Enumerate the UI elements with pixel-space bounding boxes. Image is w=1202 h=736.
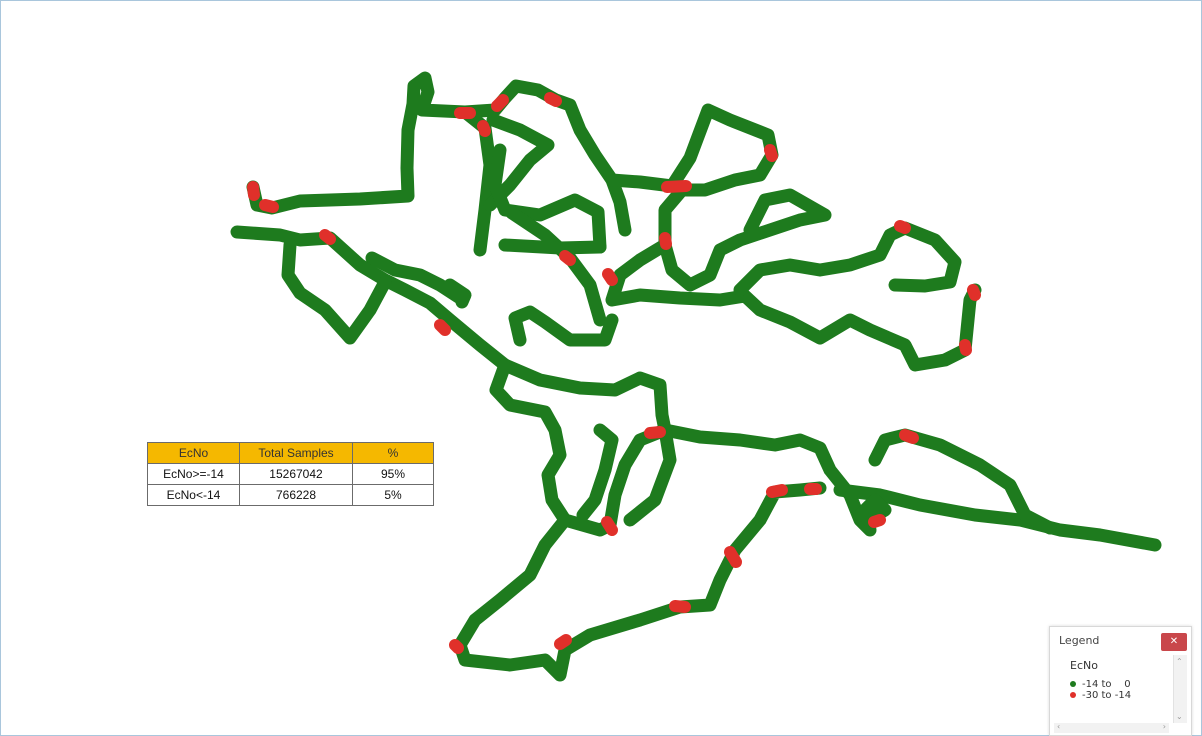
ecno-summary-table: EcNo Total Samples % EcNo>=-14 15267042 … bbox=[147, 442, 434, 506]
poor-signal-segment bbox=[644, 426, 666, 439]
route-good-signal bbox=[230, 71, 1162, 682]
map-legend-panel: Legend ✕ EcNo -14 to 0 -30 to -14 ⌃ ⌄ ‹ … bbox=[1049, 626, 1192, 736]
route-segment bbox=[453, 481, 827, 682]
route-segment bbox=[833, 483, 1162, 552]
legend-item-label: -30 to -14 bbox=[1082, 690, 1132, 701]
poor-signal-segment bbox=[766, 484, 788, 498]
legend-vertical-scrollbar[interactable]: ⌃ ⌄ bbox=[1173, 655, 1187, 723]
route-segment bbox=[558, 423, 672, 537]
legend-item-label: -14 to 0 bbox=[1082, 679, 1131, 690]
route-segment bbox=[658, 423, 877, 537]
route-segment bbox=[623, 423, 677, 527]
poor-signal-segment bbox=[559, 250, 576, 266]
poor-signal-segment bbox=[247, 181, 260, 201]
table-cell: 766228 bbox=[239, 484, 353, 506]
legend-horizontal-scrollbar[interactable]: ‹ › bbox=[1054, 722, 1169, 733]
poor-signal-segment bbox=[602, 268, 618, 286]
red-dot-icon bbox=[1070, 692, 1076, 698]
route-segment bbox=[733, 221, 962, 297]
route-segment bbox=[489, 358, 572, 527]
poor-signal-segment bbox=[868, 514, 886, 528]
route-segment bbox=[576, 423, 619, 522]
poor-signal-segment bbox=[601, 516, 618, 536]
poor-signal-segment bbox=[959, 339, 972, 356]
table-row: EcNo>=-14 15267042 95% bbox=[147, 463, 434, 485]
poor-signal-segment bbox=[967, 284, 981, 301]
poor-signal-segment bbox=[899, 429, 919, 444]
poor-signal-segment bbox=[434, 319, 451, 336]
route-segment bbox=[505, 206, 607, 327]
column-header-total-samples: Total Samples bbox=[239, 442, 353, 464]
legend-layer-name: EcNo bbox=[1070, 659, 1098, 672]
route-segment bbox=[605, 103, 779, 197]
scroll-down-arrow-icon[interactable]: ⌄ bbox=[1176, 712, 1183, 721]
column-header-ecno: EcNo bbox=[147, 442, 240, 464]
route-segment bbox=[230, 225, 672, 437]
scroll-right-arrow-icon[interactable]: › bbox=[1162, 722, 1166, 731]
route-segment bbox=[868, 428, 1057, 535]
poor-signal-segment bbox=[259, 199, 279, 213]
table-cell: EcNo>=-14 bbox=[147, 463, 240, 485]
table-row: EcNo<-14 766228 5% bbox=[147, 484, 434, 506]
table-header-row: EcNo Total Samples % bbox=[147, 442, 434, 464]
poor-signal-segment bbox=[669, 600, 691, 613]
route-segment bbox=[488, 143, 607, 254]
poor-signal-segment bbox=[544, 92, 562, 107]
column-header-percent: % bbox=[352, 442, 434, 464]
route-segment bbox=[498, 238, 607, 255]
route-segment bbox=[443, 278, 472, 309]
table-cell: EcNo<-14 bbox=[147, 484, 240, 506]
scroll-left-arrow-icon[interactable]: ‹ bbox=[1057, 722, 1061, 731]
poor-signal-segment bbox=[449, 639, 464, 654]
poor-signal-segment bbox=[477, 120, 491, 137]
close-icon[interactable]: ✕ bbox=[1161, 633, 1187, 651]
legend-item-bad: -30 to -14 bbox=[1070, 690, 1131, 702]
green-dot-icon bbox=[1070, 681, 1076, 687]
poor-signal-segment bbox=[659, 232, 672, 250]
table-cell: 95% bbox=[352, 463, 434, 485]
poor-signal-segment bbox=[724, 546, 742, 568]
legend-title: Legend bbox=[1059, 634, 1100, 647]
poor-signal-segment bbox=[661, 180, 692, 193]
legend-item-good: -14 to 0 bbox=[1070, 679, 1131, 691]
route-segment bbox=[246, 71, 632, 237]
route-segment bbox=[605, 238, 982, 372]
route-segment bbox=[508, 305, 619, 347]
route-bad-signal bbox=[247, 92, 981, 654]
route-segment bbox=[483, 113, 555, 212]
poor-signal-segment bbox=[491, 94, 509, 112]
poor-signal-segment bbox=[894, 220, 911, 234]
poor-signal-segment bbox=[554, 634, 572, 650]
poor-signal-segment bbox=[319, 229, 336, 245]
scroll-up-arrow-icon[interactable]: ⌃ bbox=[1176, 657, 1183, 666]
poor-signal-segment bbox=[764, 144, 778, 162]
route-segment bbox=[281, 238, 392, 345]
table-cell: 5% bbox=[352, 484, 434, 506]
table-cell: 15267042 bbox=[239, 463, 353, 485]
